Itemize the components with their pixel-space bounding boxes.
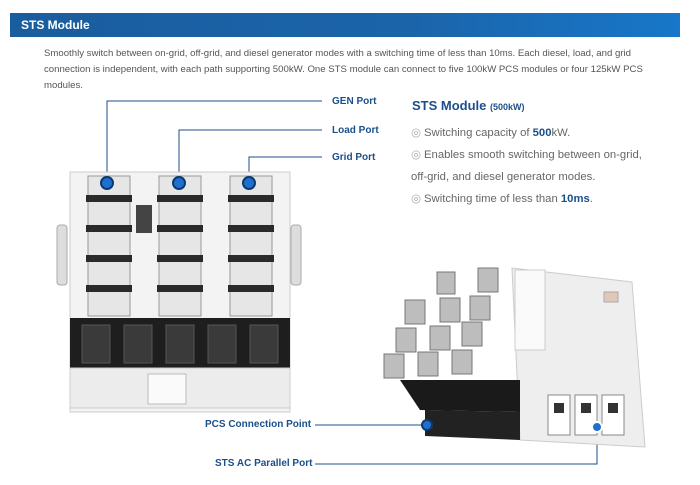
- spec-time-value: 10ms: [560, 193, 590, 205]
- spec-line-1: ◎ Switching capacity of 500kW.: [411, 122, 671, 144]
- spec-line-2: ◎ Enables smooth switching between on-gr…: [411, 144, 671, 166]
- spec-line-2b: off-grid, and diesel generator modes.: [411, 171, 596, 183]
- load-port-label: Load Port: [332, 125, 379, 136]
- gen-port-leader: [106, 100, 322, 183]
- bullet-icon: ◎: [411, 193, 421, 205]
- pcs-point-label: PCS Connection Point: [205, 419, 312, 430]
- gen-port-label: GEN Port: [332, 96, 377, 107]
- port-dots: [100, 176, 256, 190]
- spec-title-sub: (500kW): [490, 102, 525, 112]
- spec-line-3-post: .: [589, 193, 593, 205]
- spec-line-1-post: kW.: [551, 127, 571, 139]
- bullet-icon: ◎: [411, 127, 421, 139]
- spec-line-2a: Enables smooth switching between on-grid…: [424, 149, 642, 161]
- bullet-icon: ◎: [411, 149, 421, 161]
- spec-capacity-value: 500: [532, 127, 552, 139]
- load-port-leader: [178, 129, 322, 183]
- spec-list: ◎ Switching capacity of 500kW. ◎ Enables…: [411, 122, 671, 210]
- sts-iso-view: [383, 267, 646, 448]
- spec-line-1-pre: Switching capacity of: [424, 127, 533, 139]
- spec-title-main: STS Module: [412, 98, 487, 113]
- sts-front-view: [56, 171, 302, 413]
- grid-port-label: Grid Port: [332, 152, 376, 163]
- spec-line-3-pre: Switching time of less than: [424, 193, 561, 205]
- section-title: STS Module: [21, 18, 90, 32]
- intro-paragraph: Smoothly switch between on-grid, off-gri…: [44, 48, 643, 91]
- spec-line-3: ◎ Switching time of less than 10ms.: [411, 188, 671, 210]
- spec-title: STS Module (500kW): [412, 98, 525, 113]
- section-header: STS Module: [10, 13, 680, 37]
- ac-port-label: STS AC Parallel Port: [215, 458, 313, 469]
